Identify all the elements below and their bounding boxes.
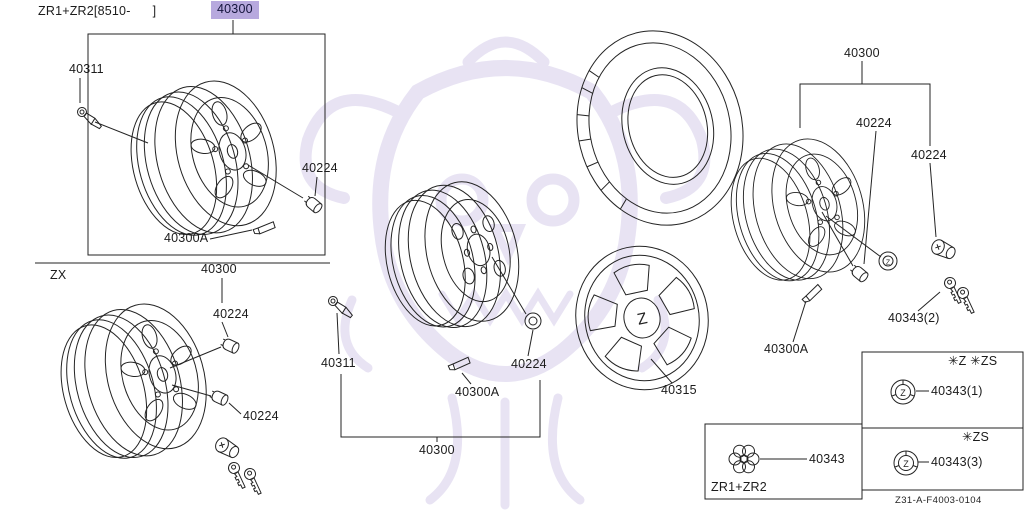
wheel-cap-40343-1-icon xyxy=(890,379,916,405)
variant-label-zx: ZX xyxy=(50,268,67,282)
alloy-wheel-zx-drawing xyxy=(44,290,224,475)
variant-label-zr1-zr2-box: ZR1+ZR2 xyxy=(711,480,767,494)
part-label-40300-middle[interactable]: 40300 xyxy=(419,443,455,457)
part-label-40343-3[interactable]: 40343(3) xyxy=(931,455,983,469)
watermark-mask-art xyxy=(299,36,711,510)
leader-lines xyxy=(79,20,941,463)
alloy-wheel-right-drawing xyxy=(715,126,881,297)
part-label-40224-zx-upper[interactable]: 40224 xyxy=(213,307,249,321)
lug-nut-zx-lower-icon xyxy=(208,388,230,407)
part-label-40343-2-lockset[interactable]: 40343(2) xyxy=(888,311,940,325)
part-label-40300-zx[interactable]: 40300 xyxy=(201,262,237,276)
part-label-40224-top-left[interactable]: 40224 xyxy=(302,161,338,175)
part-label-40300a-top-left[interactable]: 40300A xyxy=(164,231,209,245)
part-label-40300a-middle[interactable]: 40300A xyxy=(455,385,500,399)
variant-label-zr1-zr2-top: ZR1+ZR2[8510- ] xyxy=(38,4,157,18)
lug-nut-top-left-icon xyxy=(302,193,325,215)
part-label-40300a-right[interactable]: 40300A xyxy=(764,342,809,356)
variant-label-zs: ✳ZS xyxy=(962,430,990,444)
part-label-40315-cover[interactable]: 40315 xyxy=(661,383,697,397)
z-logo-cap-3: Z xyxy=(903,459,909,469)
diagram-code: Z31-A-F4003-0104 xyxy=(895,495,982,506)
part-label-40224-zx-lower[interactable]: 40224 xyxy=(243,409,279,423)
valve-stem-top-left-icon xyxy=(75,105,104,132)
part-label-40300-selected[interactable]: 40300 xyxy=(211,1,259,19)
key-zx-2-icon xyxy=(242,466,265,497)
balance-weight-right-icon xyxy=(799,283,825,305)
key-right-2-icon xyxy=(955,285,978,316)
part-label-40343-1[interactable]: 40343(1) xyxy=(931,384,983,398)
center-cap-middle-icon xyxy=(524,312,542,330)
alloy-wheel-top-left-drawing xyxy=(114,67,294,252)
variant-label-z-zs: ✳Z ✳ZS xyxy=(948,354,998,368)
balance-weight-top-left-icon xyxy=(251,221,277,236)
part-label-40311-top-left[interactable]: 40311 xyxy=(69,62,104,76)
lug-nut-right-icon xyxy=(848,262,871,284)
wheel-cap-40343-3-icon xyxy=(893,450,919,476)
part-label-40224-middle[interactable]: 40224 xyxy=(511,357,547,371)
section-boxes xyxy=(35,33,1024,500)
part-label-40343[interactable]: 40343 xyxy=(809,452,845,466)
z-logo-cap-1: Z xyxy=(900,388,906,398)
tire-drawing xyxy=(576,30,744,226)
z-logo-wheel-cover: Z xyxy=(636,310,649,329)
lug-nut-zx-upper-icon xyxy=(219,336,241,355)
part-label-40224-right-a[interactable]: 40224 xyxy=(856,116,892,130)
part-label-40311-middle[interactable]: 40311 xyxy=(321,356,356,370)
z-logo-cap-right-small: Z xyxy=(886,260,891,267)
part-label-40300-right[interactable]: 40300 xyxy=(844,46,880,60)
center-cap-right-small-icon xyxy=(878,251,898,271)
wheel-lock-cylinder-right-icon xyxy=(928,237,958,262)
wheel-cap-40343-flower-icon xyxy=(728,444,760,474)
wheel-lock-cylinder-zx-icon xyxy=(212,435,242,461)
part-label-40224-right-b[interactable]: 40224 xyxy=(911,148,947,162)
wheel-cover-drawing xyxy=(575,245,709,391)
